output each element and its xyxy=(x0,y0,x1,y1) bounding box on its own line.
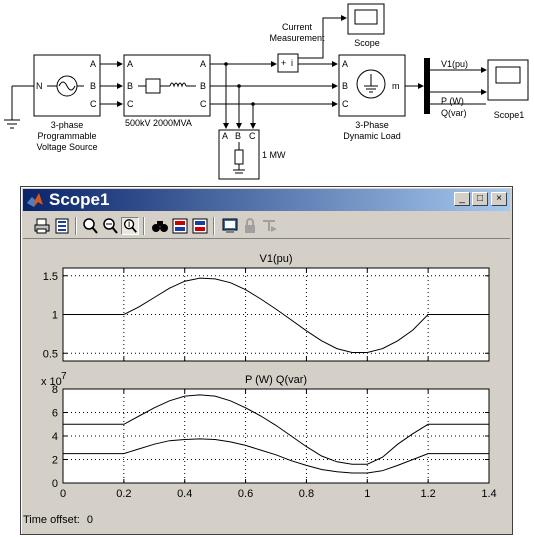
load-port-m: m xyxy=(392,81,400,91)
line-out-b: B xyxy=(200,81,206,91)
ground-symbol xyxy=(4,85,34,129)
scope1-window: Scope1 _ □ × xyxy=(20,186,513,535)
res-port-b: B xyxy=(235,131,241,141)
lock-icon[interactable] xyxy=(241,217,259,235)
time-offset-value: 0 xyxy=(86,514,94,526)
resistor-icon xyxy=(145,78,161,94)
signal-p: P (W) xyxy=(441,96,464,106)
y-tick-label: 4 xyxy=(52,431,58,443)
y-tick-label: 8 xyxy=(52,384,58,396)
maximize-button[interactable]: □ xyxy=(472,192,488,206)
source-port-a: A xyxy=(90,59,96,69)
restore-axes-icon[interactable] xyxy=(191,217,209,235)
axes-title: P (W) Q(var) xyxy=(245,374,307,386)
load-label-1: 3-Phase xyxy=(355,120,389,130)
simulink-diagram: N A B C 3-phase Programmable Voltage Sou… xyxy=(4,3,529,180)
dynamic-load-block[interactable]: A B C m xyxy=(338,54,406,117)
series-line-1 xyxy=(63,277,489,353)
source-port-b: B xyxy=(90,81,96,91)
toolbar xyxy=(23,214,510,239)
load-port-c: C xyxy=(342,99,349,109)
load-port-a: A xyxy=(342,59,348,69)
y-tick-label: 0 xyxy=(52,478,58,490)
load-port-b: B xyxy=(342,81,348,91)
line-in-a: A xyxy=(127,59,133,69)
y-tick-label: 6 xyxy=(52,408,58,420)
resistive-load-block[interactable]: A B C xyxy=(218,129,260,180)
line-out-c: C xyxy=(200,99,207,109)
y-tick-label: 2 xyxy=(52,455,58,467)
zoom-x-icon[interactable] xyxy=(101,217,119,235)
exponent-value: 7 xyxy=(61,371,67,382)
meas-plus: + xyxy=(281,58,286,68)
y-tick-label: 0.5 xyxy=(43,348,58,360)
minimize-button[interactable]: _ xyxy=(454,192,470,206)
x-tick-label: 1.4 xyxy=(481,488,496,500)
x-tick-label: 0 xyxy=(60,488,66,500)
y-tick-label: 1 xyxy=(52,310,58,322)
scope1-block[interactable] xyxy=(487,59,529,101)
plot-area: 0.5 1 1.5 V1(pu) 0 2 4 6 8 0 0.2 0.4 0.6 0.8 1 1.2 1.4 P … xyxy=(41,253,497,500)
source-port-c: C xyxy=(90,99,97,109)
exponent-label: x 10 xyxy=(41,376,62,388)
autoscale-icon[interactable] xyxy=(151,217,169,235)
zoom-y-icon[interactable] xyxy=(121,217,139,235)
demux-bar[interactable] xyxy=(424,58,430,114)
axes-1: 0.5 1 1.5 V1(pu) xyxy=(43,253,490,362)
parameters-icon[interactable] xyxy=(53,217,71,235)
meas-label-2: Measurement xyxy=(269,33,325,43)
source-label-1: 3-phase xyxy=(51,120,84,130)
line-out-a: A xyxy=(200,59,206,69)
voltage-source-block[interactable]: N A B C xyxy=(33,54,101,117)
meas-label-1: Current xyxy=(282,22,313,32)
source-label-3: Voltage Source xyxy=(36,142,97,152)
close-button[interactable]: × xyxy=(491,192,507,206)
meas-i: i xyxy=(291,58,293,68)
res-load-label: 1 MW xyxy=(262,150,286,160)
scope-block[interactable] xyxy=(347,3,385,35)
series-line-2 xyxy=(63,438,489,474)
axes-title: V1(pu) xyxy=(259,253,292,265)
title-bar[interactable]: Scope1 _ □ × xyxy=(23,189,510,211)
signal-q: Q(var) xyxy=(441,108,467,118)
x-tick-label: 1 xyxy=(364,488,370,500)
zoom-in-icon[interactable] xyxy=(81,217,99,235)
current-measurement-block[interactable]: + i xyxy=(277,53,299,73)
res-port-c: C xyxy=(249,131,256,141)
res-port-a: A xyxy=(222,131,228,141)
scope-label: Scope xyxy=(354,38,380,48)
inductor-icon xyxy=(169,82,187,88)
x-tick-label: 0.4 xyxy=(177,488,192,500)
line-in-b: B xyxy=(127,81,133,91)
window-title: Scope1 xyxy=(49,190,110,209)
scope1-label: Scope1 xyxy=(494,110,525,120)
source-port-n: N xyxy=(36,81,43,91)
y-tick-label: 1.5 xyxy=(43,271,58,283)
signal-selector-icon[interactable] xyxy=(261,217,279,235)
matlab-logo-icon xyxy=(27,193,43,207)
load-label-2: Dynamic Load xyxy=(343,131,401,141)
save-axes-icon[interactable] xyxy=(171,217,189,235)
print-icon[interactable] xyxy=(33,217,51,235)
line-label: 500kV 2000MVA xyxy=(125,118,192,128)
sine-icon xyxy=(58,81,76,91)
time-offset-label: Time offset: xyxy=(23,514,80,526)
time-offset: Time offset: 0 xyxy=(23,514,97,526)
line-in-c: C xyxy=(127,99,134,109)
signal-v1: V1(pu) xyxy=(441,59,468,69)
source-label-2: Programmable xyxy=(37,131,96,141)
x-tick-label: 0.8 xyxy=(299,488,314,500)
x-tick-label: 0.6 xyxy=(238,488,253,500)
axes-2: 0 2 4 6 8 0 0.2 0.4 0.6 0.8 1 1.2 1.4 P (W) Q(var) x 1… xyxy=(41,371,497,500)
series-line-1 xyxy=(63,394,489,465)
floating-scope-icon[interactable] xyxy=(221,217,239,235)
transmission-line-block[interactable]: A B C A B C xyxy=(123,54,211,117)
x-tick-label: 1.2 xyxy=(420,488,435,500)
x-tick-label: 0.2 xyxy=(116,488,131,500)
